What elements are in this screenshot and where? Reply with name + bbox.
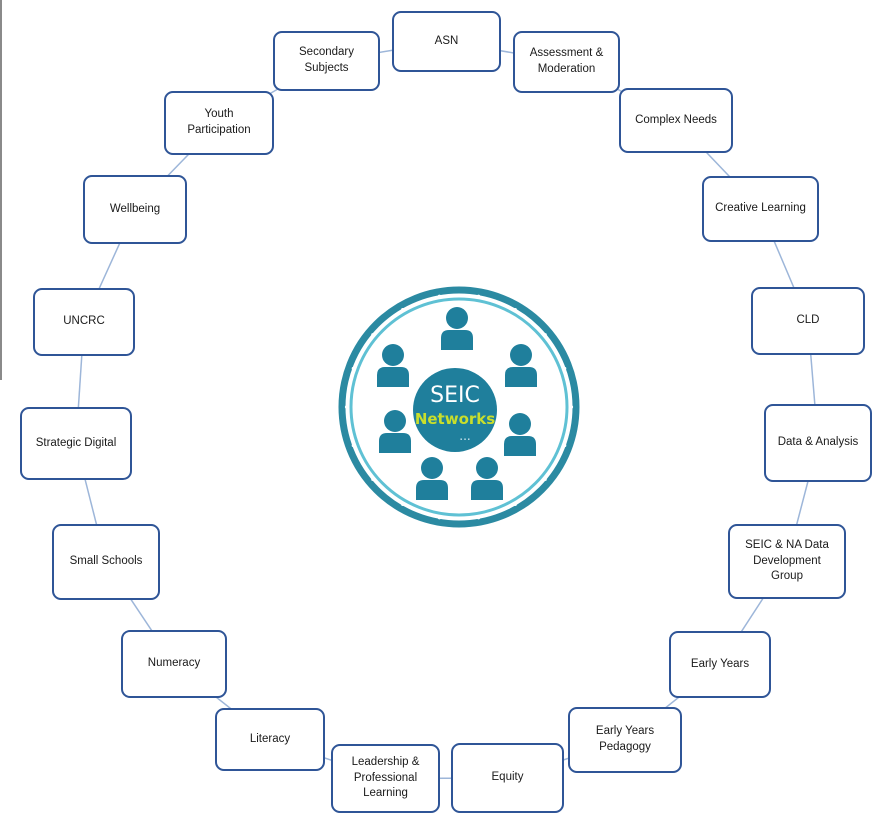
node-early-years[interactable]: Early Years [669, 631, 771, 698]
node-complex-needs[interactable]: Complex Needs [619, 88, 733, 153]
ring-dot [476, 516, 481, 520]
person-icon [504, 413, 536, 456]
node-literacy[interactable]: Literacy [215, 708, 325, 771]
person-icon [471, 457, 503, 500]
node-strategic-digital[interactable]: Strategic Digital [20, 407, 132, 480]
node-label: Youth Participation [187, 108, 251, 136]
person-icon [379, 410, 411, 453]
node-creative-learning[interactable]: Creative Learning [702, 176, 819, 242]
ring-dot [569, 405, 574, 409]
node-label: Strategic Digital [35, 436, 117, 449]
person-icon [377, 344, 409, 387]
node-uncrc[interactable]: UNCRC [33, 288, 135, 356]
node-early-years-pedagogy[interactable]: Early Years Pedagogy [568, 707, 682, 773]
node-label: SEIC & NA Data Development Group [745, 539, 829, 583]
node-equity[interactable]: Equity [451, 743, 564, 813]
person-icon [505, 344, 537, 387]
ring-dot [401, 502, 405, 507]
node-label: CLD [796, 314, 820, 327]
node-wellbeing[interactable]: Wellbeing [83, 175, 187, 244]
node-assessment-moderation[interactable]: Assessment & Moderation [513, 31, 620, 93]
ring-dot [543, 333, 547, 337]
node-youth-participation[interactable]: Youth Participation [164, 91, 274, 155]
people-group [377, 307, 537, 500]
hub-dots-text: ... [459, 429, 470, 443]
ring-dot [401, 307, 405, 312]
ring-dot [371, 477, 375, 481]
person-icon [441, 307, 473, 350]
ring-dot [513, 307, 517, 312]
node-seic-na-data[interactable]: SEIC & NA Data Development Group [728, 524, 846, 599]
node-label: Assessment & Moderation [529, 47, 604, 75]
node-secondary-subjects[interactable]: Secondary Subjects [273, 31, 380, 91]
node-label: Equity [491, 771, 524, 784]
hub-center-circle [413, 368, 497, 452]
hub-ring-dots [344, 294, 574, 520]
ring-dot [344, 405, 349, 409]
node-label: UNCRC [63, 315, 105, 328]
person-icon [416, 457, 448, 500]
node-label: Leadership & Professional Learning [351, 756, 420, 800]
node-label: Data & Analysis [777, 436, 859, 449]
node-label: ASN [434, 34, 459, 47]
node-data-analysis[interactable]: Data & Analysis [764, 404, 872, 482]
node-label: Complex Needs [635, 113, 717, 126]
hub-title: SEIC [430, 383, 480, 408]
node-leadership[interactable]: Leadership & Professional Learning [331, 744, 440, 813]
node-small-schools[interactable]: Small Schools [52, 524, 160, 600]
node-cld[interactable]: CLD [751, 287, 865, 355]
ring-dot [513, 502, 517, 507]
node-label: Creative Learning [715, 202, 806, 215]
hub-inner-ring [349, 297, 569, 517]
hub-subtitle: Networks [415, 410, 495, 428]
node-label: Early Years [690, 657, 750, 670]
node-asn[interactable]: ASN [392, 11, 501, 72]
ring-dot [437, 294, 442, 298]
ring-dot [563, 366, 567, 371]
node-label: Early Years Pedagogy [595, 725, 655, 753]
ring-dot [543, 477, 547, 481]
ring-dot [476, 294, 481, 298]
ring-dot [437, 516, 442, 520]
node-label: Literacy [249, 732, 291, 745]
node-label: Wellbeing [109, 202, 161, 215]
node-label: Secondary Subjects [299, 46, 354, 74]
ring-dot [351, 443, 355, 448]
page-edge-line [0, 0, 2, 380]
node-numeracy[interactable]: Numeracy [121, 630, 227, 698]
ring-dot [371, 333, 375, 337]
node-label: Numeracy [147, 657, 201, 670]
ring-dot [563, 443, 567, 448]
ring-dot [351, 366, 355, 371]
node-label: Small Schools [69, 555, 143, 568]
